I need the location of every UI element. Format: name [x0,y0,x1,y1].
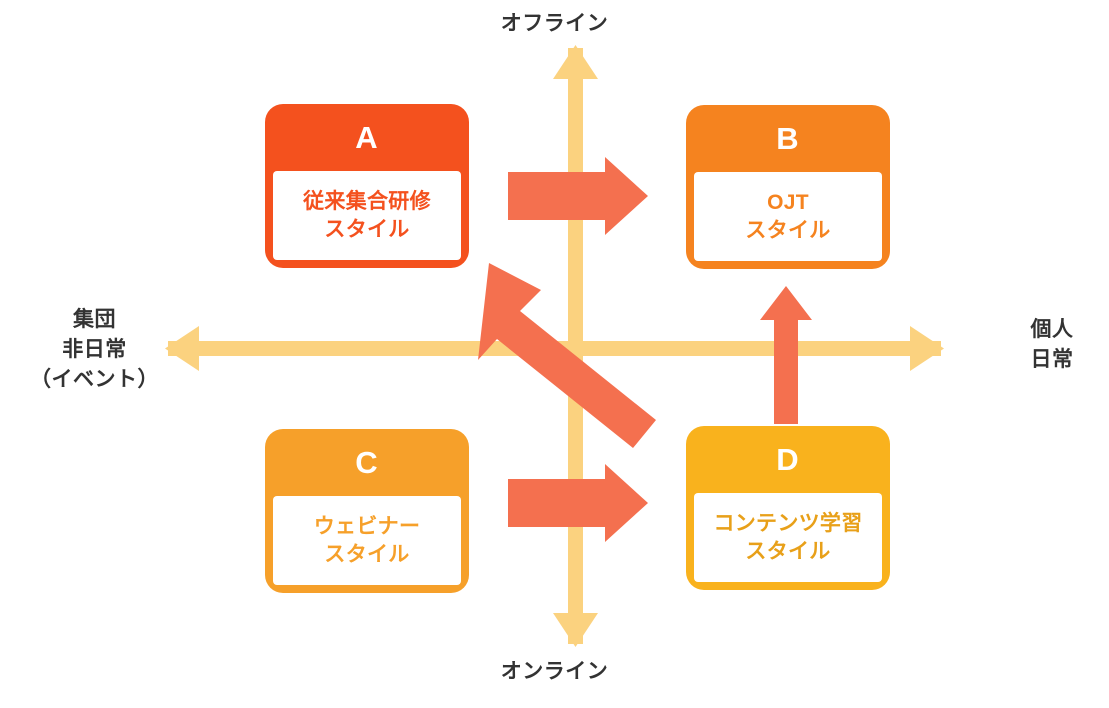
axis-label-individual-routine: 個人 日常 [1030,318,1074,371]
quadrant-letter-a: A [355,120,379,155]
arrow-a-to-b [508,157,648,235]
arrow-d-to-a [478,263,656,448]
axis-label-group-nonroutine: 集団 非日常 （イベント） [30,308,159,391]
quadrant-card-d[interactable]: D コンテンツ学習 スタイル [686,426,890,590]
quadrant-letter-d: D [776,442,800,477]
quadrant-letter-c: C [355,445,379,480]
axis-label-online: オンライン [500,660,609,683]
quadrant-body-c: ウェビナー スタイル [273,496,461,585]
arrow-d-to-b [760,286,812,424]
quadrant-body-a: 従来集合研修 スタイル [273,171,461,260]
quadrant-text-c: ウェビナー スタイル [313,514,421,566]
quadrant-letter-b: B [776,121,800,156]
quadrant-body-b: OJT スタイル [694,172,882,261]
arrow-c-to-d [508,464,648,542]
quadrant-text-b: OJT スタイル [745,190,831,242]
quadrant-body-d: コンテンツ学習 スタイル [694,493,882,582]
quadrant-card-b[interactable]: B OJT スタイル [686,105,890,269]
quadrant-card-a[interactable]: A 従来集合研修 スタイル [265,104,469,268]
quadrant-text-d: コンテンツ学習 スタイル [713,511,863,563]
quadrant-text-a: 従来集合研修 スタイル [303,189,431,241]
quadrant-card-c[interactable]: C ウェビナー スタイル [265,429,469,593]
axis-label-offline: オフライン [500,12,609,35]
